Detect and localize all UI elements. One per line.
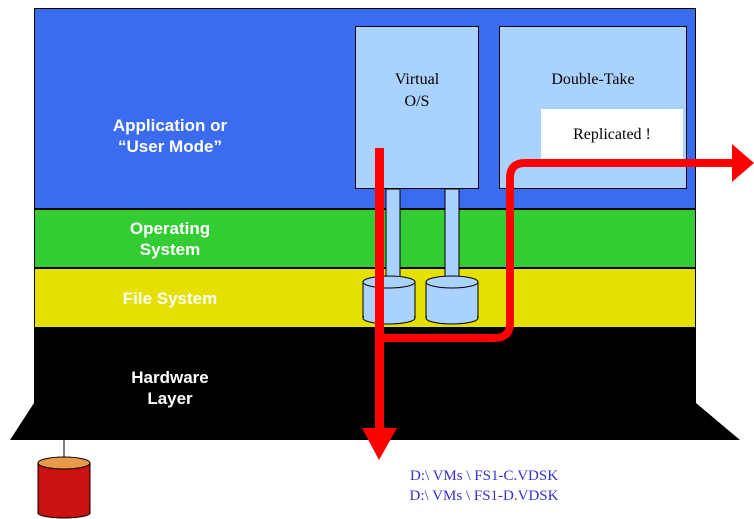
- replicated-callout: Replicated !: [541, 109, 683, 159]
- hardware-layer-label: Hardware Layer: [131, 368, 209, 408]
- virtual-disk-d-connector: [444, 188, 460, 283]
- vdsk-path-d: D:\ VMs \ FS1-D.VDSK: [409, 488, 559, 504]
- file-system-layer-label: File System: [122, 289, 218, 308]
- application-layer-label: Application or “User Mode”: [112, 116, 228, 156]
- hardware-layer: [34, 328, 696, 403]
- operating-system-layer: [34, 209, 696, 268]
- virtual-disk-d-icon: [425, 275, 479, 325]
- virtual-disk-c-icon: [362, 275, 416, 325]
- operating-system-layer-label: Operating System: [129, 219, 211, 259]
- replication-arrow: [379, 144, 754, 342]
- vdsk-path-c: D:\ VMs \ FS1-C.VDSK: [409, 468, 559, 484]
- local-disk-icon: [37, 440, 91, 519]
- write-path-arrow: [362, 148, 397, 460]
- virtual-disk-c-connector: [385, 188, 401, 283]
